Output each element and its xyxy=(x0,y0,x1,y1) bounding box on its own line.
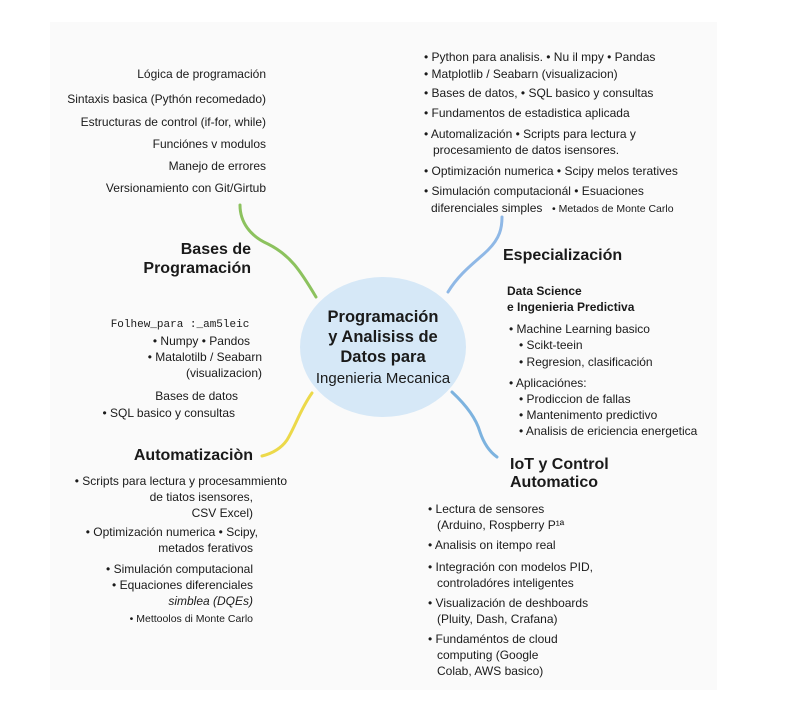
top-right-item: • Fundamentos de estadistica aplicada xyxy=(424,106,630,120)
bases-item: Sintaxis basica (Pythón recomedado) xyxy=(67,92,266,106)
link-iot xyxy=(450,390,499,459)
bases-item: Lógica de programación xyxy=(137,67,266,81)
automatizacion-heading: Automatizaciòn xyxy=(133,447,253,464)
top-right-item: • Simulación computacionál • Esuaciones xyxy=(424,184,644,198)
automatizacion-item: CSV Excel) xyxy=(191,506,253,520)
automatizacion-item: • Scripts para lectura y procesammiento xyxy=(74,474,287,488)
automatizacion-item: simblea (DQEs) xyxy=(168,594,253,608)
automatizacion-item: • Equaciones diferenciales xyxy=(112,578,253,592)
top-right-item: • Automalización • Scripts para lectura … xyxy=(424,127,636,141)
iot-heading-line: IoT y Control xyxy=(510,456,609,473)
top-right-item: • Metados de Monte Carlo xyxy=(552,203,674,215)
especializacion-item: • Machine Learning basico xyxy=(509,322,650,336)
data-science-title: e Ingenieria Predictiva xyxy=(507,300,635,314)
bases-item: Versionamiento con Git/Girtub xyxy=(105,181,266,195)
data-science-title: Data Science xyxy=(507,284,582,298)
iot-item: • Fundaméntos de cloud xyxy=(428,632,558,646)
central-title-line-1: Programación xyxy=(327,308,439,326)
central-node: Programación y Analisiss de Datos para I… xyxy=(300,277,466,417)
central-subtitle: Ingenieria Mecanica xyxy=(315,370,451,387)
especializacion-item: • Scikt-teein xyxy=(519,338,583,352)
iot-item: • Integración con modelos PID, xyxy=(428,560,593,574)
iot-item: • Lectura de sensores xyxy=(428,502,545,516)
iot-heading: IoT y Control Automatico xyxy=(510,456,609,492)
bases-heading-line: Programación xyxy=(143,260,251,277)
bases-heading-line: Bases de xyxy=(180,241,251,258)
automatizacion-item: • Optimización numerica • Scipy, xyxy=(85,525,258,539)
iot-item: • Visualización de deshboards xyxy=(428,596,589,610)
top-right-item: • Python para analisis. • Nu il mpy • Pa… xyxy=(424,50,656,64)
especializacion-item: • Regresion, clasificación xyxy=(519,355,653,369)
central-title-line-2: y Analisiss de xyxy=(328,328,438,346)
left-middle-item: • Numpy • Pandos xyxy=(152,334,250,348)
top-right-item: • Matplotlib / Seabarn (visualizacion) xyxy=(424,67,618,81)
top-right-item: • Optimización numerica • Scipy melos te… xyxy=(424,164,678,178)
left-middle-item: (visualizacion) xyxy=(185,366,262,380)
central-title-line-3: Datos para xyxy=(340,348,426,366)
iot-item: controladóres inteligentes xyxy=(437,576,574,590)
bases-heading: Bases de Programación xyxy=(143,240,251,278)
automatizacion-item: metados ferativos xyxy=(158,541,253,555)
iot-item: (Pluity, Dash, Crafana) xyxy=(437,612,558,626)
especializacion-item: • Aplicaciónes: xyxy=(509,376,587,390)
left-middle-item: Folhew_para :_am5leic xyxy=(110,319,250,331)
link-especializacion xyxy=(446,215,504,294)
automatizacion-item: • Mettoolos di Monte Carlo xyxy=(129,613,253,625)
especializacion-heading: Especialización xyxy=(503,247,623,264)
top-right-item: diferenciales simples xyxy=(431,201,543,215)
left-middle-item: • Matalotilb / Seabarn xyxy=(147,350,262,364)
iot-item: computing (Google xyxy=(437,648,539,662)
bases-item: Estructuras de control (if-for, while) xyxy=(80,115,266,129)
iot-heading-line: Automatico xyxy=(510,474,598,491)
bases-item: Manejo de errores xyxy=(168,159,266,173)
top-right-item: • Bases de datos, • SQL basico y consult… xyxy=(424,86,654,100)
especializacion-item: • Prodiccion de fallas xyxy=(519,392,631,406)
automatizacion-item: de tiatos isensores, xyxy=(149,490,253,504)
iot-item: (Arduino, Rospberry P¹ª xyxy=(437,518,565,532)
left-middle-item: • SQL basico y consultas xyxy=(102,406,236,420)
especializacion-item: • Analisis de ericiencia energetica xyxy=(519,424,698,438)
iot-item: Colab, AWS basico) xyxy=(437,664,544,678)
iot-item: • Analisis on itempo real xyxy=(428,538,556,552)
bases-item: Funciónes v modulos xyxy=(152,137,266,151)
link-automatizacion xyxy=(260,391,314,458)
automatizacion-item: • Simulación computacional xyxy=(106,562,253,576)
especializacion-item: • Mantenimento predictivo xyxy=(519,408,658,422)
top-right-item: procesamiento de datos isensores. xyxy=(433,143,620,157)
link-bases xyxy=(238,203,318,299)
left-middle-item: Bases de datos xyxy=(155,389,238,403)
